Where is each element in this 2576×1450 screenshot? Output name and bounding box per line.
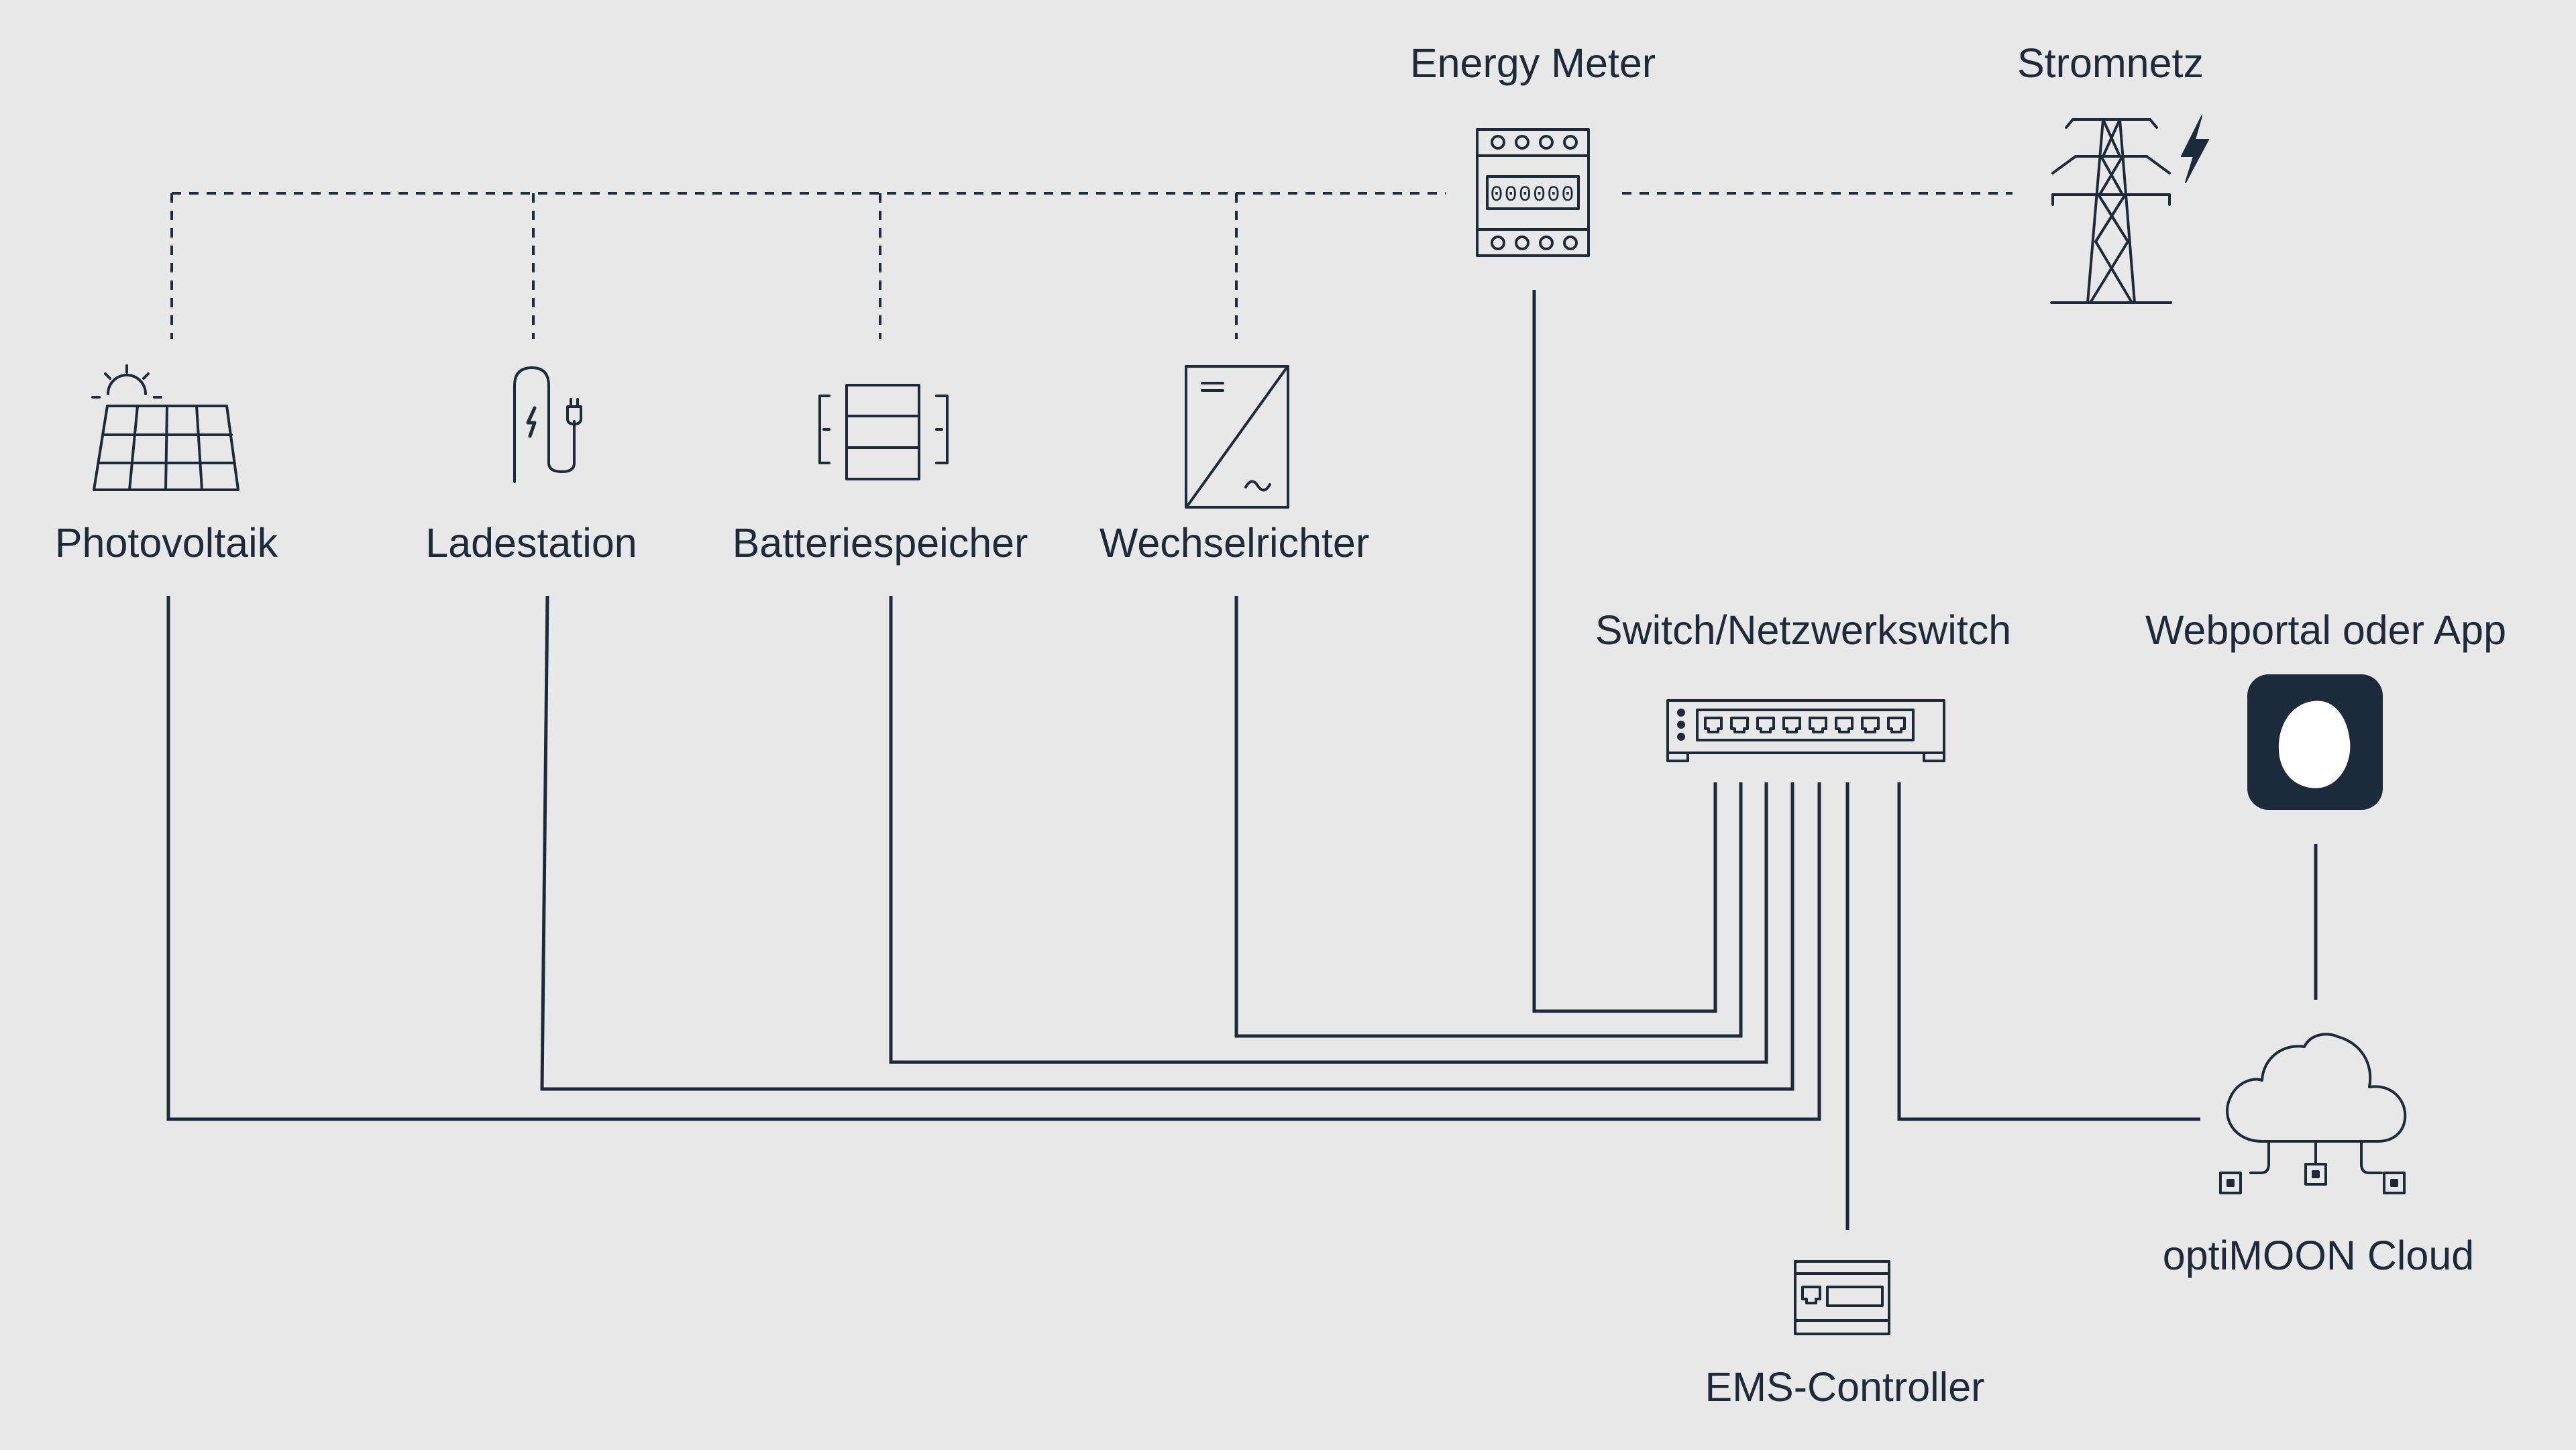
- lightning-bolt-icon: [2181, 115, 2209, 183]
- cable-wechselrichter: [1234, 596, 1743, 1038]
- cable-photovoltaik: [166, 596, 1821, 1121]
- cable-ladestation: [540, 595, 1794, 1091]
- label-photovoltaik: Photovoltaik: [55, 520, 278, 566]
- cable-cloud: [1897, 782, 2200, 1121]
- label-switch: Switch/Netzwerkswitch: [1595, 607, 2011, 653]
- energy-meter-icon: [1476, 128, 1590, 257]
- cloud-network-icon: [2219, 1033, 2407, 1194]
- label-stromnetz: Stromnetz: [2017, 40, 2204, 86]
- label-wechselrichter: Wechselrichter: [1099, 520, 1369, 566]
- battery-storage-icon: [818, 384, 949, 480]
- solar-panel-icon: [91, 364, 239, 491]
- ems-controller-icon: [1794, 1260, 1890, 1335]
- label-ems-controller: EMS-Controller: [1705, 1364, 1985, 1410]
- cable-batteriespeicher: [889, 596, 1768, 1064]
- cable-energy-meter: [1532, 290, 1717, 1013]
- label-webportal: Webportal oder App: [2145, 607, 2506, 653]
- label-ladestation: Ladestation: [425, 520, 637, 566]
- label-optimoon-cloud: optiMOON Cloud: [2163, 1233, 2474, 1278]
- power-pylon-icon: [2050, 118, 2172, 304]
- inverter-icon: [1185, 365, 1289, 509]
- network-cables: [166, 290, 2318, 1230]
- meter-display-digits: 000000: [1490, 183, 1575, 207]
- label-batteriespeicher: Batteriespeicher: [733, 520, 1028, 566]
- network-switch-icon: [1666, 699, 1945, 762]
- ev-charger-icon: [513, 366, 582, 483]
- dashed-power-bus: [170, 192, 2012, 339]
- app-moon-icon[interactable]: [2247, 674, 2383, 810]
- label-energy-meter: Energy Meter: [1410, 40, 1656, 86]
